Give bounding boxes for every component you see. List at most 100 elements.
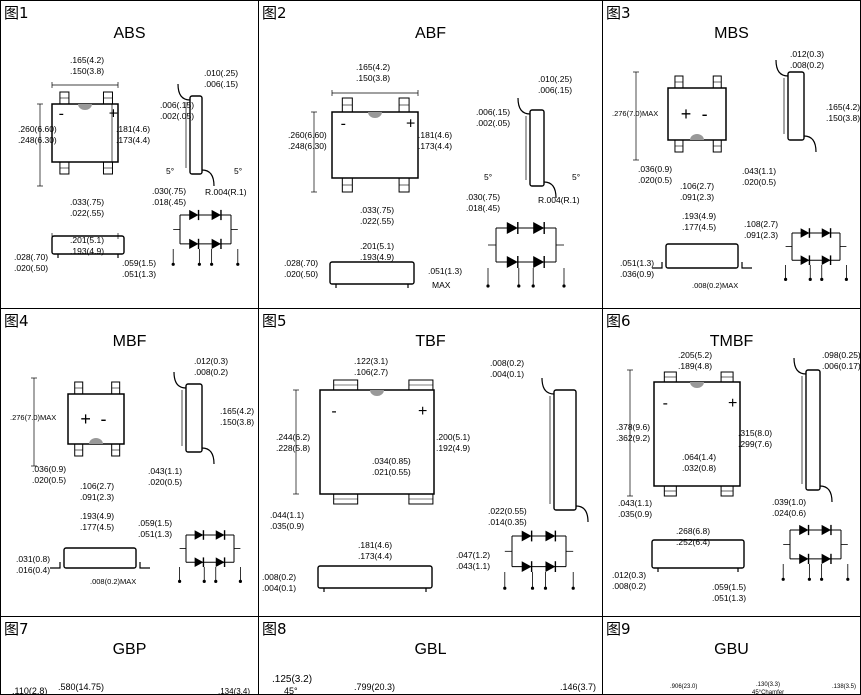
dimension-label: .012(0.3) [612,570,646,580]
diode-symbol [506,256,518,268]
dimension-label: .010(.25) [204,68,238,78]
diode-symbol [521,561,532,572]
dimension-label: .091(2.3) [680,192,714,202]
dimension-label: .260(6.60) [18,124,57,134]
package-name: GBU [714,641,749,658]
pin-node [236,262,240,266]
dimension-label: .165(4.2) [826,102,860,112]
pin-node [820,277,824,281]
pin-node [202,579,206,584]
pin-node [214,579,218,584]
pin-node [562,284,566,288]
diode-symbol [521,530,532,542]
package-body [651,539,745,569]
dimension-label: 5° [484,172,492,182]
dimension-label: .033(.75) [360,205,394,215]
dimension-label: .122(3.1) [354,356,388,366]
dimension-label: 45°Chamfer [752,690,784,695]
dimension-label: .006(.15) [160,100,194,110]
package-name: MBS [714,25,749,42]
dimension-label: .051(1.3) [428,266,462,276]
lead-bend [201,447,215,465]
dimension-label: .059(1.5) [712,582,746,592]
package-body [51,235,125,255]
diode-symbol [821,553,831,564]
dimension-label: .012(0.3) [194,356,228,366]
diode-symbol [211,209,221,221]
dimension-label: .006(.15) [204,79,238,89]
figure-drawing-8: .125(3.2)45°.799(20.3).146(3.7) [272,674,596,695]
dimension-label: .098(0.25) [822,350,861,360]
dimension-label: .228(5.8) [276,443,310,453]
dimension-label: .091(2.3) [80,492,114,502]
dimension-label: .193(4.9) [70,246,104,256]
figure-drawing-9: .906(23.0).130(3.3)45°Chamfer.138(3.5) [670,682,856,695]
diode-symbol [533,256,545,268]
lead-bend [775,59,789,77]
dimension-label: .043(1.1) [148,466,182,476]
dimension-label: .020(.50) [284,269,318,279]
dimension-label: .150(3.8) [70,66,104,76]
dimension-label: .146(3.7) [560,682,596,692]
dimension-label: .035(0.9) [270,521,304,531]
diode-symbol [189,209,199,221]
figure-number: 图6 [606,312,631,330]
dimension-label: .008(0.2) [490,358,524,368]
pin-node [844,277,849,281]
dimension-label: .051(1.3) [620,258,654,268]
dimension-label: .193(4.9) [360,252,394,262]
dimension-label: .004(0.1) [490,369,524,379]
figure-drawing-6: .205(5.2).189(4.8)-+.098(0.25).006(0.17)… [612,350,861,603]
dimension-label: .248(6.30) [18,135,57,145]
package-name: ABF [414,25,447,42]
index-mark [368,112,382,118]
dimension-label: .299(7.6) [738,439,772,449]
figure-drawing-2: .165(4.2).150(3.8)-+.260(6.60).248(6.30)… [284,62,580,290]
figure-number: 图3 [606,4,631,22]
figure-number: 图7 [4,620,29,638]
dimension-label: .150(3.8) [220,417,254,427]
dimension-label: .021(0.55) [372,467,411,477]
diode-symbol [533,222,545,234]
dimension-label: .181(4.6) [418,130,452,140]
dimension-label: .036(0.9) [32,464,66,474]
dimension-label: .091(2.3) [744,230,778,240]
dimension-label: .138(3.5) [832,684,856,690]
index-mark [690,382,704,388]
package-body [787,71,805,141]
dimension-label: .165(4.2) [220,406,254,416]
dimension-label: .022(0.55) [488,506,527,516]
package-body [319,389,435,495]
dimension-label: .173(4.4) [358,551,392,561]
figure-drawing-7: .110(2.8).580(14.75).134(3.4) [12,682,250,695]
figure-drawing-3: .012(0.3).008(0.2)+-.276(7.0)MAX.165(4.2… [612,49,860,290]
pin-node [781,577,785,581]
dimension-label: .150(3.8) [826,113,860,123]
polarity-mark: - [331,403,336,420]
figure-number: 图8 [262,620,287,638]
index-mark [690,134,704,140]
polarity-mark: + [80,409,91,429]
pin-node [503,586,507,590]
dimension-label: .244(6.2) [276,432,310,442]
dimension-label: .018(.45) [152,197,186,207]
polarity-mark: - [341,116,346,133]
dimension-label: .036(0.9) [620,269,654,279]
diode-symbol [799,553,809,564]
dimension-label: .008(0.2) [612,581,646,591]
pin-node [530,586,535,590]
dimension-label: .043(1.1) [618,498,652,508]
pin-node [171,262,175,266]
dimension-label: .315(8.0) [738,428,772,438]
diode-symbol [799,524,809,536]
diode-symbol [215,530,225,540]
diode-symbol [545,530,556,542]
dimension-label: MAX [432,280,451,290]
dimension-label: .020(.50) [14,263,48,273]
pin-node [807,577,811,581]
dimension-label: .002(.05) [476,118,510,128]
dimension-label: .064(1.4) [682,452,716,462]
